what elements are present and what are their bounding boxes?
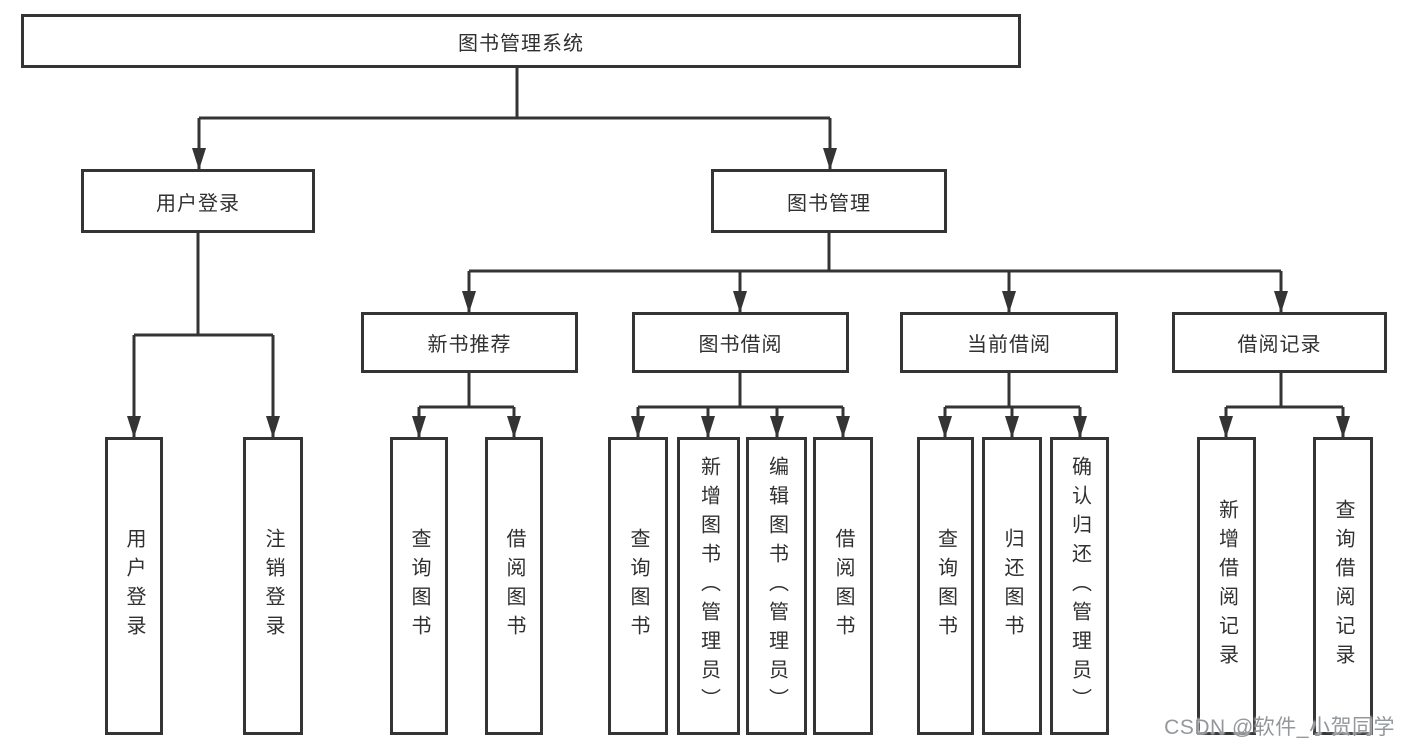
node-user-login: 用户登录 bbox=[81, 169, 315, 233]
leaf-confirm-return-admin: 确认归还（管理员） bbox=[1050, 437, 1109, 735]
node-root-system: 图书管理系统 bbox=[21, 14, 1021, 68]
leaf-edit-books-admin: 编辑图书（管理员） bbox=[746, 437, 807, 735]
leaf-query-books-current: 查询图书 bbox=[917, 437, 974, 735]
leaf-query-borrow-record: 查询借阅记录 bbox=[1313, 437, 1373, 735]
leaf-logout-login: 注销登录 bbox=[243, 437, 303, 735]
node-current-borrow: 当前借阅 bbox=[900, 312, 1118, 373]
node-new-book-recommend: 新书推荐 bbox=[361, 312, 578, 373]
leaf-borrow-books-borrow: 借阅图书 bbox=[813, 437, 873, 735]
leaf-query-books-newbook: 查询图书 bbox=[390, 437, 448, 735]
connector-rails bbox=[134, 68, 1343, 409]
leaf-borrow-books-newbook: 借阅图书 bbox=[485, 437, 543, 735]
node-book-borrow: 图书借阅 bbox=[632, 312, 849, 373]
node-book-management: 图书管理 bbox=[711, 169, 947, 233]
leaf-user-login: 用户登录 bbox=[105, 437, 163, 735]
csdn-watermark: CSDN @软件_小贺同学 bbox=[1164, 716, 1395, 739]
leaf-query-books-borrow: 查询图书 bbox=[608, 437, 668, 735]
leaf-add-borrow-record: 新增借阅记录 bbox=[1197, 437, 1256, 735]
node-borrow-record: 借阅记录 bbox=[1172, 312, 1387, 373]
leaf-add-books-admin: 新增图书（管理员） bbox=[677, 437, 740, 735]
leaf-return-books: 归还图书 bbox=[982, 437, 1042, 735]
